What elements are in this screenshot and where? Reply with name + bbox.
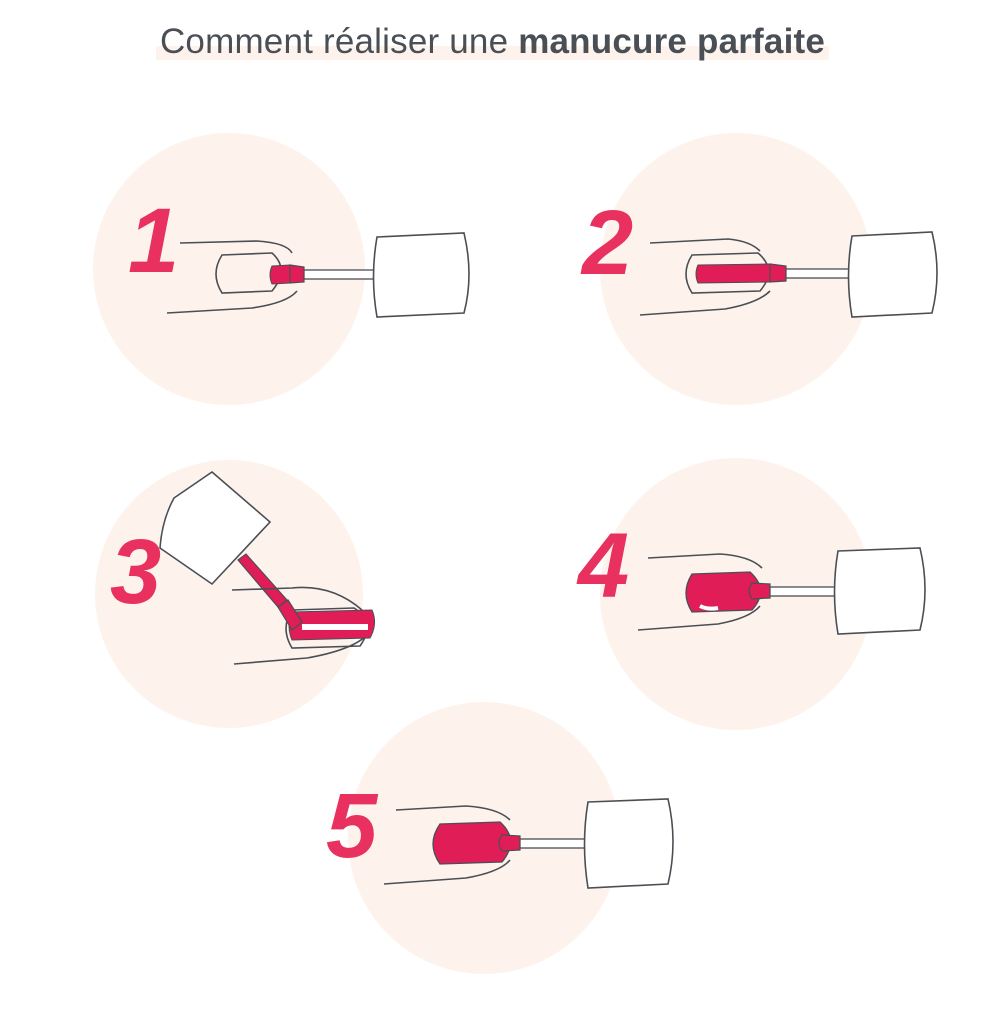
step-3-nail-tip-highlight <box>302 624 368 630</box>
title-regular: Comment réaliser une <box>159 22 519 61</box>
step-3-bottle-cap <box>159 470 272 586</box>
step-1-bottle-cap <box>372 232 470 318</box>
step-5: 5 <box>326 702 708 982</box>
step-4-finger-bottom <box>637 605 761 631</box>
step-2-number: 2 <box>582 192 634 294</box>
step-3-circle <box>95 460 363 728</box>
step-4-illustration <box>600 458 926 730</box>
step-4: 4 <box>578 458 960 738</box>
step-2-bottle-cap <box>847 231 938 318</box>
step-5-brush-stick <box>519 838 589 849</box>
step-1-brush-stick <box>303 269 378 280</box>
step-4-finger-outline <box>647 553 763 569</box>
step-2: 2 <box>582 133 960 413</box>
title-bold: manucure parfaite <box>518 22 826 61</box>
step-3-illustration <box>95 460 376 728</box>
step-1-finger-bottom <box>166 290 298 314</box>
step-5-number: 5 <box>326 775 378 877</box>
step-2-brush-stick <box>785 268 853 279</box>
step-2-finger-bottom <box>639 290 771 316</box>
step-3-finger-outline <box>231 586 363 611</box>
title-highlight <box>155 46 830 60</box>
step-5-polish-nail <box>432 821 512 865</box>
step-1-brush <box>289 264 305 284</box>
step-3-brush <box>277 599 303 631</box>
step-4-brush-stick <box>769 586 839 597</box>
step-4-bottle-cap <box>833 547 926 635</box>
step-4-nail-tip <box>699 604 719 611</box>
step-4-number: 4 <box>578 515 630 617</box>
step-3-number: 3 <box>110 521 162 623</box>
step-1-nail-outline <box>215 252 282 294</box>
step-2-nail-outline <box>685 252 770 294</box>
step-5-bottle-cap <box>583 798 674 889</box>
step-1: 1 <box>92 133 492 413</box>
step-4-polish-nail <box>685 571 762 613</box>
step-5-illustration <box>348 702 674 974</box>
step-2-brush <box>769 263 787 283</box>
step-4-brush <box>748 582 771 600</box>
page-title: Comment réaliser une manucure parfaite <box>155 22 830 62</box>
step-5-finger-bottom <box>383 859 511 885</box>
step-3: 3 <box>92 460 412 740</box>
step-5-brush <box>498 834 521 852</box>
step-2-illustration <box>600 133 938 405</box>
step-1-illustration <box>93 133 470 405</box>
title-container: Comment réaliser une manucure parfaite <box>0 22 985 62</box>
step-1-circle <box>93 133 365 405</box>
step-1-finger-outline <box>179 240 293 254</box>
step-5-finger-outline <box>395 805 511 821</box>
step-2-finger-outline <box>649 238 761 252</box>
step-1-number: 1 <box>128 190 180 292</box>
step-2-polish-stroke <box>695 263 774 284</box>
